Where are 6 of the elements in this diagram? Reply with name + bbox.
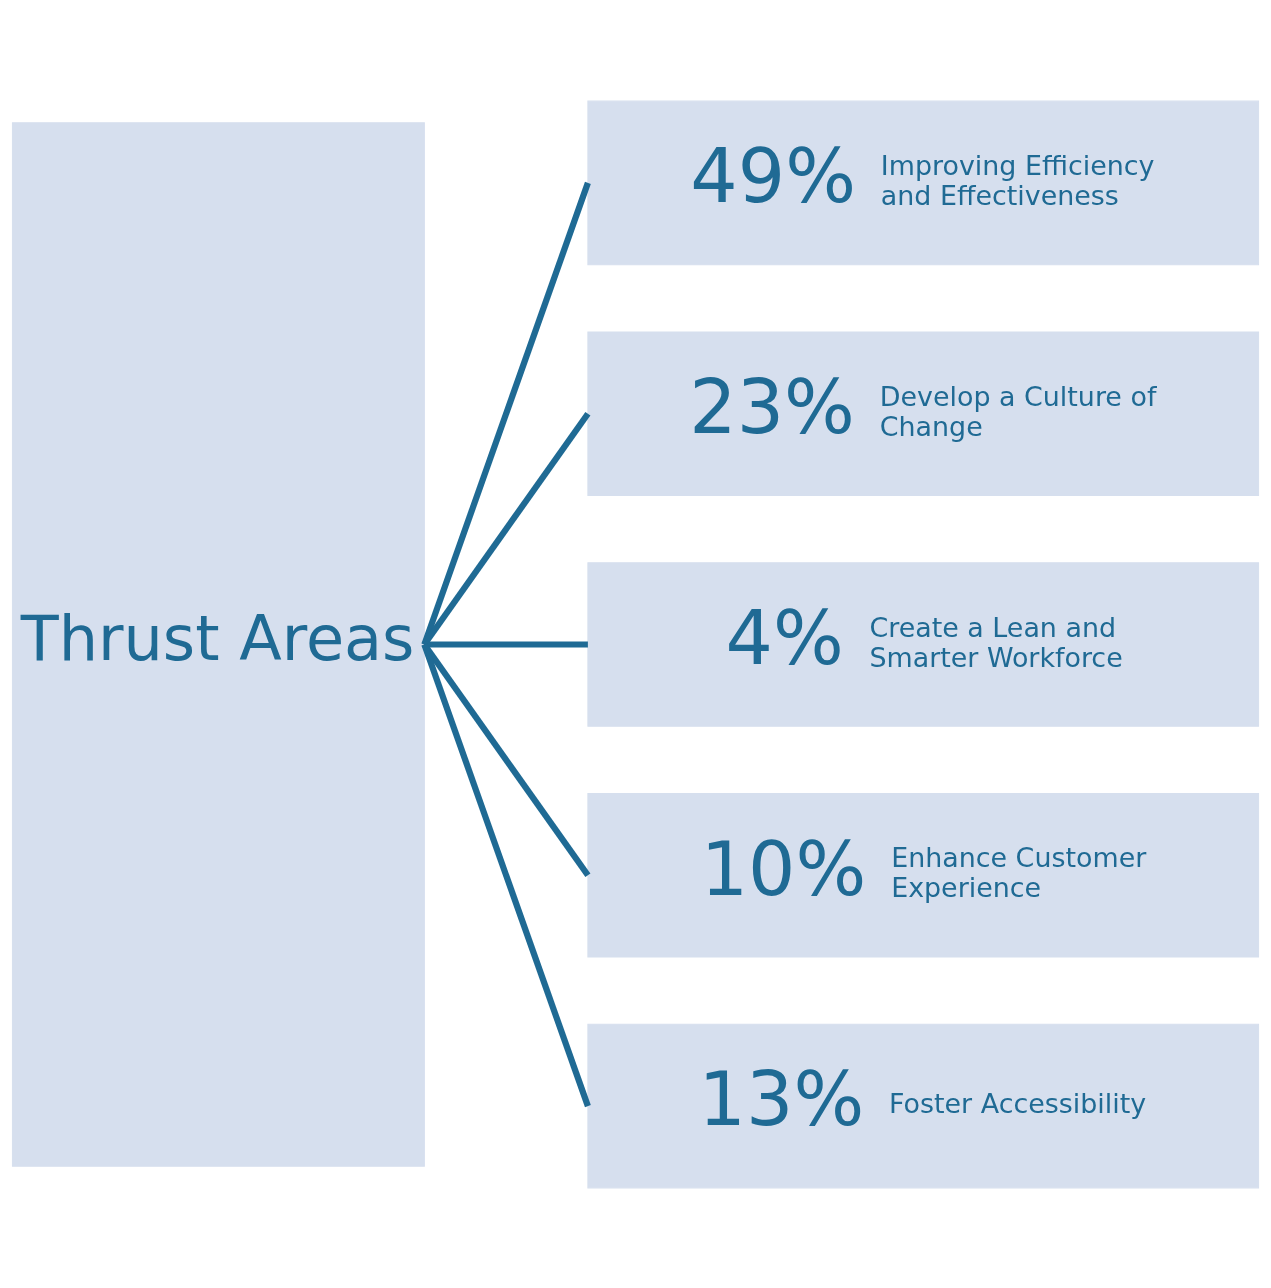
connector [421,411,591,646]
connector [421,181,591,646]
connector [421,642,591,877]
node-box: Thrust Areas [11,121,425,1167]
node-box: 13% Foster Accessibility [587,1023,1260,1188]
connector [421,642,591,1107]
